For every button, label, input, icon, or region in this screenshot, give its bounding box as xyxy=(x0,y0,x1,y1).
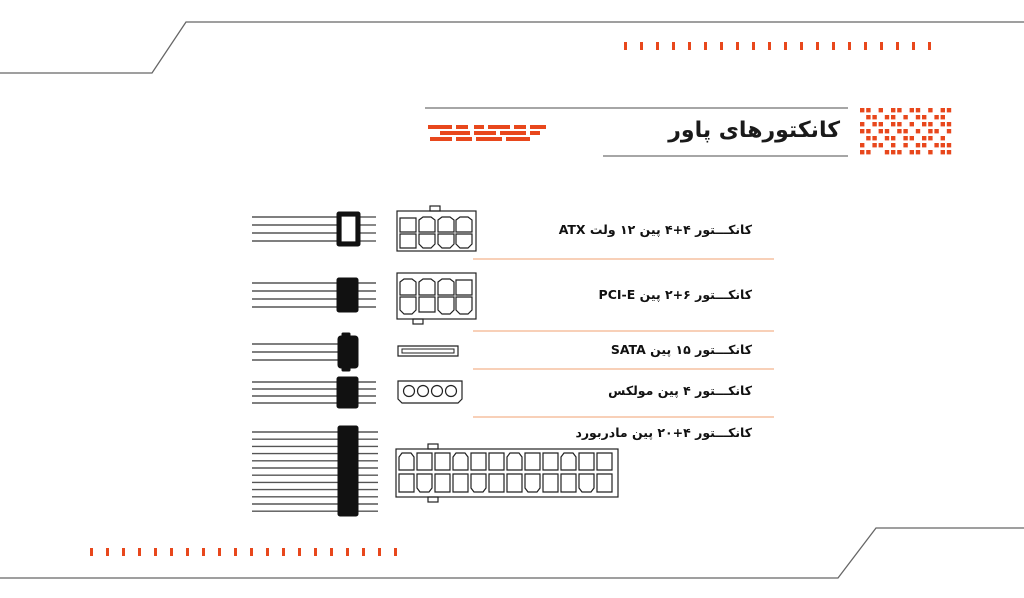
face-pcie xyxy=(396,272,477,325)
frame-line-bottom xyxy=(0,527,1024,579)
wires-sata xyxy=(252,343,338,361)
plug-bodies xyxy=(336,211,361,517)
title-bar xyxy=(425,107,952,157)
connector-wires xyxy=(252,216,378,512)
face-molex xyxy=(397,380,463,404)
dash-mark-icon xyxy=(428,125,546,141)
wires-pcie xyxy=(252,282,376,308)
wires-molex xyxy=(252,381,376,404)
frame-line-top xyxy=(0,21,1024,74)
label-molex: کانکـــتور ۴ پین مولکس xyxy=(608,383,752,398)
label-pcie: کانکـــتور ۶+۲ پین PCI-E xyxy=(598,287,752,302)
label-atx12v: کانکـــتور ۴+۴ پین ۱۲ ولت ATX xyxy=(558,222,752,237)
face-atx12v xyxy=(396,205,477,252)
page-title: کانکتورهای پاور xyxy=(668,118,840,143)
label-sata: کانکـــتور ۱۵ پین SATA xyxy=(610,342,752,357)
wires-atx24 xyxy=(252,431,378,512)
plug-pcie xyxy=(336,277,359,313)
label-atx24: کانکـــتور ۴+۲۰ پین مادربورد xyxy=(575,425,752,440)
dotted-line-bottom xyxy=(90,548,397,556)
dividers xyxy=(473,258,774,418)
dotted-line-top xyxy=(624,42,931,50)
plug-atx24 xyxy=(337,425,359,517)
connector-faces xyxy=(395,205,619,503)
face-atx24 xyxy=(395,443,619,503)
pixel-pattern-icon xyxy=(860,108,952,155)
frame-decoration xyxy=(0,21,1024,579)
plug-molex xyxy=(336,376,359,409)
face-sata xyxy=(397,345,459,357)
wires-atx12v xyxy=(252,216,376,242)
plug-sata xyxy=(337,335,359,369)
